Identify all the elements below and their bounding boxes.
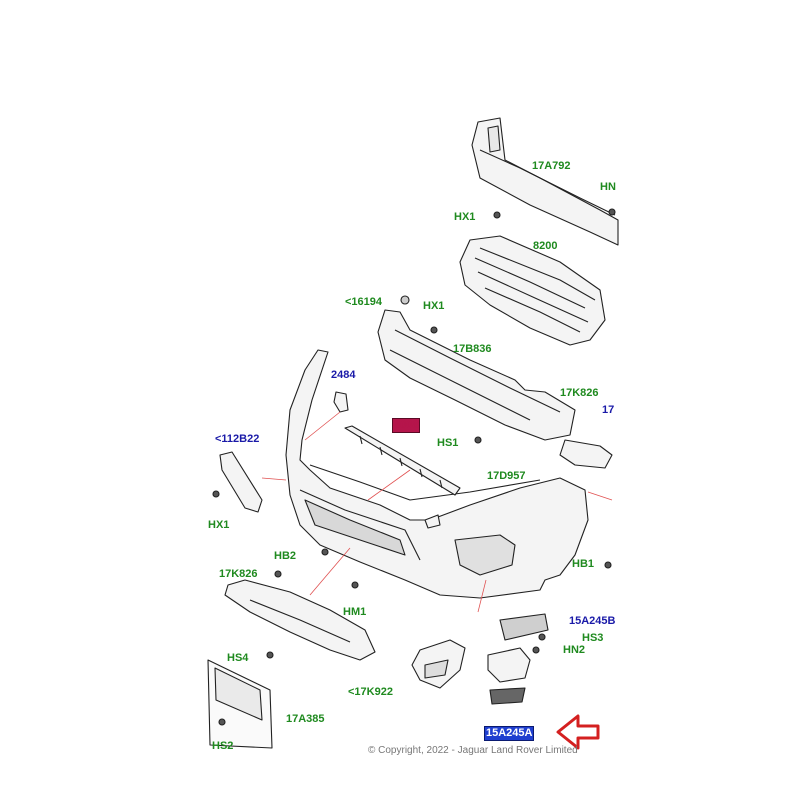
label-HB2[interactable]: HB2 [274, 550, 297, 562]
label-HS1[interactable]: HS1 [437, 437, 459, 449]
label-16194[interactable]: <16194 [345, 296, 383, 308]
label-HN-top[interactable]: HN [600, 181, 616, 193]
bumper-upper-strip [344, 425, 461, 496]
label-HS2[interactable]: HS2 [212, 740, 234, 752]
label-17-cut[interactable]: 17 [602, 404, 615, 416]
label-17A385[interactable]: 17A385 [286, 713, 325, 725]
license-plate-bracket [207, 659, 273, 749]
label-2484[interactable]: 2484 [331, 369, 356, 381]
leader-lines [261, 411, 613, 613]
arrow-left-outline-icon [556, 714, 600, 750]
upper-bumper-carrier [377, 309, 576, 441]
label-112B22[interactable]: <112B22 [215, 433, 260, 445]
label-17A792[interactable]: 17A792 [532, 160, 571, 172]
label-HM1[interactable]: HM1 [343, 606, 367, 618]
label-HX1-a[interactable]: HX1 [454, 211, 476, 223]
label-HS4[interactable]: HS4 [227, 652, 249, 664]
label-HB1[interactable]: HB1 [572, 558, 595, 570]
fog-cover-15A245A [489, 687, 526, 705]
label-17K826-left[interactable]: 17K826 [219, 568, 258, 580]
label-8008-highlighted[interactable]: 8008 [392, 418, 421, 433]
label-HN2[interactable]: HN2 [563, 644, 586, 656]
front-grille [459, 235, 606, 346]
label-17D957[interactable]: 17D957 [487, 470, 526, 482]
fog-bracket [487, 647, 531, 683]
label-15A245A-selected[interactable]: 15A245A [484, 726, 535, 741]
label-17B836[interactable]: 17B836 [453, 343, 492, 355]
fog-grille-insert [499, 613, 549, 641]
label-17K826-right[interactable]: 17K826 [560, 387, 599, 399]
label-8200[interactable]: 8200 [533, 240, 558, 252]
bumper-undertray [224, 579, 376, 661]
label-HX1-c[interactable]: HX1 [208, 519, 230, 531]
label-HX1-b[interactable]: HX1 [423, 300, 445, 312]
label-HS3[interactable]: HS3 [582, 632, 604, 644]
grille-side-bracket [559, 439, 613, 469]
fasteners [212, 208, 616, 726]
label-17K922[interactable]: <17K922 [348, 686, 393, 698]
bumper-side-bracket [219, 451, 263, 513]
bracket-2484 [333, 391, 349, 413]
bumper-reinforcement-beam [471, 117, 619, 246]
label-15A245B[interactable]: 15A245B [569, 615, 616, 627]
front-bumper-cover [285, 349, 589, 599]
copyright-notice: © Copyright, 2022 - Jaguar Land Rover Li… [368, 745, 578, 756]
fog-lamp-bezel-lower-left [411, 639, 466, 689]
